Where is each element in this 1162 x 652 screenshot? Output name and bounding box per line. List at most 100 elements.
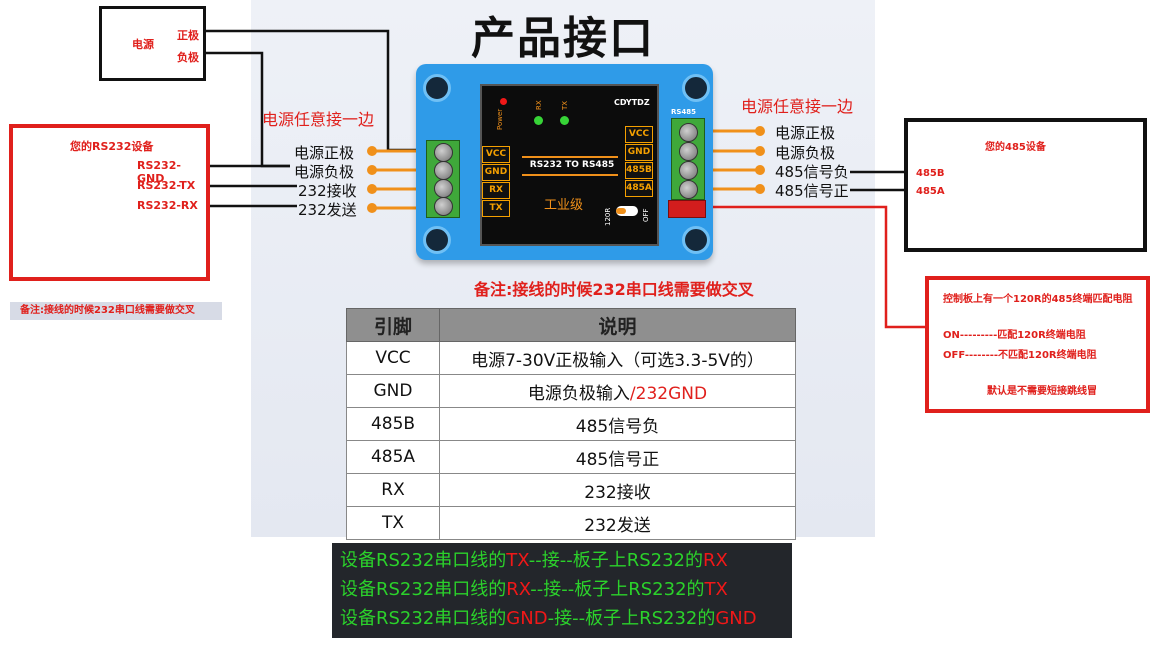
tx-led-icon	[560, 116, 569, 125]
table-row: 485A 485信号正	[346, 440, 796, 474]
right-terminal-485b: 485信号负	[775, 163, 849, 181]
termination-jumper[interactable]	[668, 200, 706, 218]
table-cell-desc: 电源负极输入/232GND	[439, 374, 796, 408]
rs485-device-title: 您的485设备	[985, 142, 1046, 153]
table-cell-pin: GND	[346, 374, 440, 408]
crossover-line-tx: 设备RS232串口线的TX--接--板子上RS232的RX	[340, 550, 728, 571]
crossover-note: 设备RS232串口线的TX--接--板子上RS232的RX 设备RS232串口线…	[332, 543, 792, 638]
left-terminal-block	[426, 140, 460, 218]
screw-icon	[679, 161, 698, 180]
rs485-device-box: 您的485设备 485B 485A	[904, 118, 1147, 252]
table-row: VCC 电源7-30V正极输入（可选3.3-5V的）	[346, 341, 796, 375]
termination-off: OFF--------不匹配120R终端电阻	[943, 350, 1097, 361]
pin-right-gnd: GND	[625, 144, 653, 161]
power-positive-label: 正极	[177, 29, 199, 42]
screw-icon	[434, 197, 453, 216]
table-row: TX 232发送	[346, 506, 796, 540]
board-center-label: RS232 TO RS485	[529, 160, 615, 170]
converter-module: Power RX TX CDYTDZ VCC GND RX TX VCC GND…	[416, 64, 713, 260]
table-row: 485B 485信号负	[346, 407, 796, 441]
mount-hole-icon	[423, 74, 451, 102]
led-rx-label: RX	[535, 100, 543, 110]
termination-on: ON---------匹配120R终端电阻	[943, 330, 1086, 341]
termination-line1: 控制板上有一个120R的485终端匹配电阻	[943, 294, 1133, 305]
table-cell-pin: TX	[346, 506, 440, 540]
crossover-line-gnd: 设备RS232串口线的GND-接--板子上RS232的GND	[340, 608, 757, 629]
pin-right-485a: 485A	[625, 180, 653, 197]
table-row: GND 电源负极输入/232GND	[346, 374, 796, 408]
right-terminal-power-positive: 电源正极	[775, 124, 836, 142]
rs232-rx-label: RS232-RX	[137, 199, 198, 212]
led-power-label: Power	[496, 108, 504, 130]
table-cell-desc: 电源7-30V正极输入（可选3.3-5V的）	[439, 341, 796, 375]
rs232-tx-label: RS232-TX	[137, 179, 196, 192]
rs485-connector-label: RS485	[671, 108, 697, 116]
led-tx-label: TX	[561, 100, 569, 110]
table-header-pin: 引脚	[346, 308, 440, 342]
power-source-box: 电源 正极 负极	[99, 6, 206, 81]
pin-right-485b: 485B	[625, 162, 653, 179]
board-brand: CDYTDZ	[614, 98, 650, 107]
screw-icon	[679, 142, 698, 161]
mount-hole-icon	[682, 226, 710, 254]
wire-power-positive	[205, 29, 430, 152]
table-header-row: 引脚 说明	[346, 308, 796, 342]
power-source-label: 电源	[132, 38, 154, 51]
switch-knob-icon	[616, 208, 626, 214]
screw-icon	[679, 123, 698, 142]
pin-left-tx: TX	[482, 200, 510, 217]
rs232-device-title: 您的RS232设备	[70, 140, 154, 153]
right-terminal-485a: 485信号正	[775, 182, 849, 200]
pin-right-vcc: VCC	[625, 126, 653, 143]
table-header-desc: 说明	[439, 308, 796, 342]
mount-hole-icon	[423, 226, 451, 254]
right-terminal-power-negative: 电源负极	[775, 144, 836, 162]
power-negative-label: 负极	[177, 51, 199, 64]
arrow-top-icon	[522, 156, 618, 158]
screw-icon	[434, 179, 453, 198]
rs485-b-label: 485B	[916, 168, 945, 179]
pin-left-rx: RX	[482, 182, 510, 199]
termination-leader	[705, 205, 925, 329]
right-terminal-block	[671, 118, 705, 200]
right-any-side-label: 电源任意接一边	[741, 97, 854, 116]
arrow-bottom-icon	[522, 174, 618, 176]
switch-off-label: OFF	[642, 208, 650, 222]
left-terminal-power-positive: 电源正极	[294, 144, 355, 162]
left-note: 备注:接线的时候232串口线需要做交叉	[10, 302, 222, 320]
table-cell-desc: 485信号负	[439, 407, 796, 441]
crossover-line-rx: 设备RS232串口线的RX--接--板子上RS232的TX	[340, 579, 728, 600]
board-panel: Power RX TX CDYTDZ VCC GND RX TX VCC GND…	[480, 84, 659, 246]
pin-table: 引脚 说明 VCC 电源7-30V正极输入（可选3.3-5V的） GND 电源负…	[346, 308, 796, 540]
center-note: 备注:接线的时候232串口线需要做交叉	[474, 280, 754, 299]
table-cell-pin: 485A	[346, 440, 440, 474]
pin-left-vcc: VCC	[482, 146, 510, 163]
termination-info-box: 控制板上有一个120R的485终端匹配电阻 ON---------匹配120R终…	[925, 276, 1150, 413]
rs232-device-box: 您的RS232设备 RS232-GND RS232-TX RS232-RX	[9, 124, 210, 281]
screw-icon	[434, 161, 453, 180]
pin-left-gnd: GND	[482, 164, 510, 181]
left-terminal-power-negative: 电源负极	[294, 163, 355, 181]
table-cell-pin: VCC	[346, 341, 440, 375]
termination-default: 默认是不需要短接跳线冒	[987, 386, 1097, 397]
switch-icon	[616, 206, 638, 216]
screw-icon	[434, 143, 453, 162]
left-terminal-232-tx: 232发送	[298, 201, 357, 219]
power-led-icon	[500, 98, 507, 105]
left-any-side-label: 电源任意接一边	[262, 110, 375, 129]
table-cell-desc: 485信号正	[439, 440, 796, 474]
rs232-gnd-label: RS232-GND	[137, 159, 181, 185]
table-cell-desc: 232接收	[439, 473, 796, 507]
mount-hole-icon	[682, 74, 710, 102]
table-cell-pin: 485B	[346, 407, 440, 441]
table-cell-pin: RX	[346, 473, 440, 507]
screw-icon	[679, 180, 698, 199]
left-terminal-232-rx: 232接收	[298, 182, 357, 200]
page-title: 产品接口	[471, 13, 655, 64]
switch-120r-label: 120R	[604, 207, 612, 226]
rx-led-icon	[534, 116, 543, 125]
table-row: RX 232接收	[346, 473, 796, 507]
table-cell-desc: 232发送	[439, 506, 796, 540]
board-grade-label: 工业级	[544, 198, 584, 213]
rs485-a-label: 485A	[916, 186, 945, 197]
